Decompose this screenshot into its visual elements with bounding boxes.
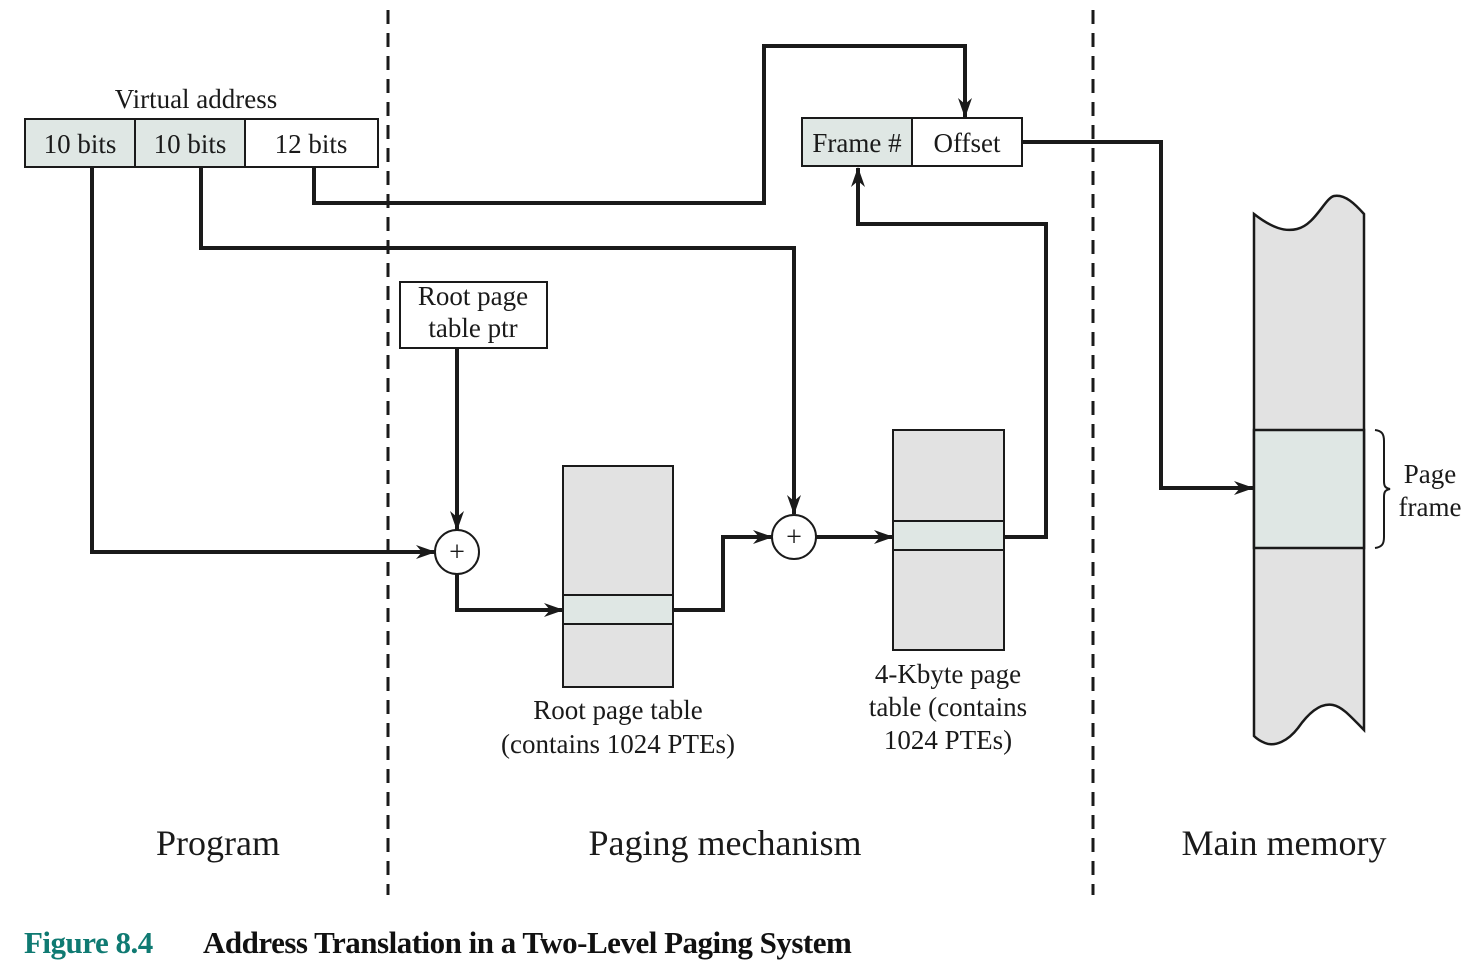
- offset-field: [244, 118, 379, 168]
- root-table-label-line1: Root page table: [533, 695, 702, 725]
- root-page-table: Root page table (contains 1024 PTEs): [501, 465, 735, 759]
- adder-2: +: [771, 514, 817, 560]
- page-field-label: 10 bits: [154, 129, 227, 159]
- adder-1: +: [434, 529, 480, 575]
- page-table-entry: [892, 520, 1005, 551]
- root-ptr-label-line2: table ptr: [428, 313, 517, 343]
- zone-label-main-memory: Main memory: [1182, 823, 1387, 863]
- page-table-label-line3: 1024 PTEs): [884, 725, 1012, 755]
- offset-wire: [312, 44, 972, 205]
- page-frame-label-line2: frame: [1399, 492, 1462, 522]
- page-field: [134, 118, 246, 168]
- root-table-entry: [562, 594, 674, 625]
- plus-icon: +: [449, 537, 465, 568]
- page-table: 4-Kbyte page table (contains 1024 PTEs): [869, 429, 1027, 755]
- directory-field-label: 10 bits: [44, 129, 117, 159]
- page-table-label-line1: 4-Kbyte page: [875, 659, 1021, 689]
- adder-1-circle: [434, 529, 480, 575]
- page-index-wire: [199, 167, 801, 515]
- virtual-address-register: 10 bits 10 bits 12 bits: [24, 118, 379, 168]
- frame-number-field: [801, 117, 913, 167]
- zone-label-program: Program: [156, 823, 280, 863]
- physical-offset-field: [911, 117, 1023, 167]
- page-frame-brace-icon: [1374, 429, 1391, 549]
- adder1-to-root-table-wire: [455, 574, 564, 617]
- physical-address-to-memory-wire: [1022, 140, 1254, 495]
- adder-2-circle: [771, 514, 817, 560]
- page-frame-block: [1252, 428, 1366, 550]
- plus-icon: +: [786, 522, 802, 553]
- main-memory: Page frame: [1252, 194, 1462, 746]
- root-ptr-label-line1: Root page: [418, 281, 528, 311]
- root-ptr-box: [399, 281, 548, 349]
- root-entry-to-adder2-wire: [673, 530, 773, 612]
- zone-label-paging-mechanism: Paging mechanism: [589, 823, 862, 863]
- virtual-address-label: Virtual address: [115, 84, 278, 114]
- frame-number-label: Frame #: [812, 128, 902, 158]
- figure-number: Figure 8.4: [24, 925, 153, 960]
- page-table-label-line2: table (contains: [869, 692, 1027, 722]
- physical-offset-label: Offset: [934, 128, 1001, 158]
- root-table-label-line2: (contains 1024 PTEs): [501, 729, 735, 759]
- directory-index-wire: [90, 167, 436, 559]
- pte-to-frame-wire: [851, 167, 1048, 539]
- figure-title: Address Translation in a Two-Level Pagin…: [203, 925, 852, 960]
- physical-address-register: Frame # Offset: [801, 117, 1023, 167]
- directory-field: [24, 118, 136, 168]
- root-page-table-pointer: Root page table ptr: [399, 281, 548, 349]
- root-table-body: [562, 465, 674, 688]
- offset-field-label: 12 bits: [275, 129, 348, 159]
- page-frame-label-line1: Page: [1404, 459, 1457, 489]
